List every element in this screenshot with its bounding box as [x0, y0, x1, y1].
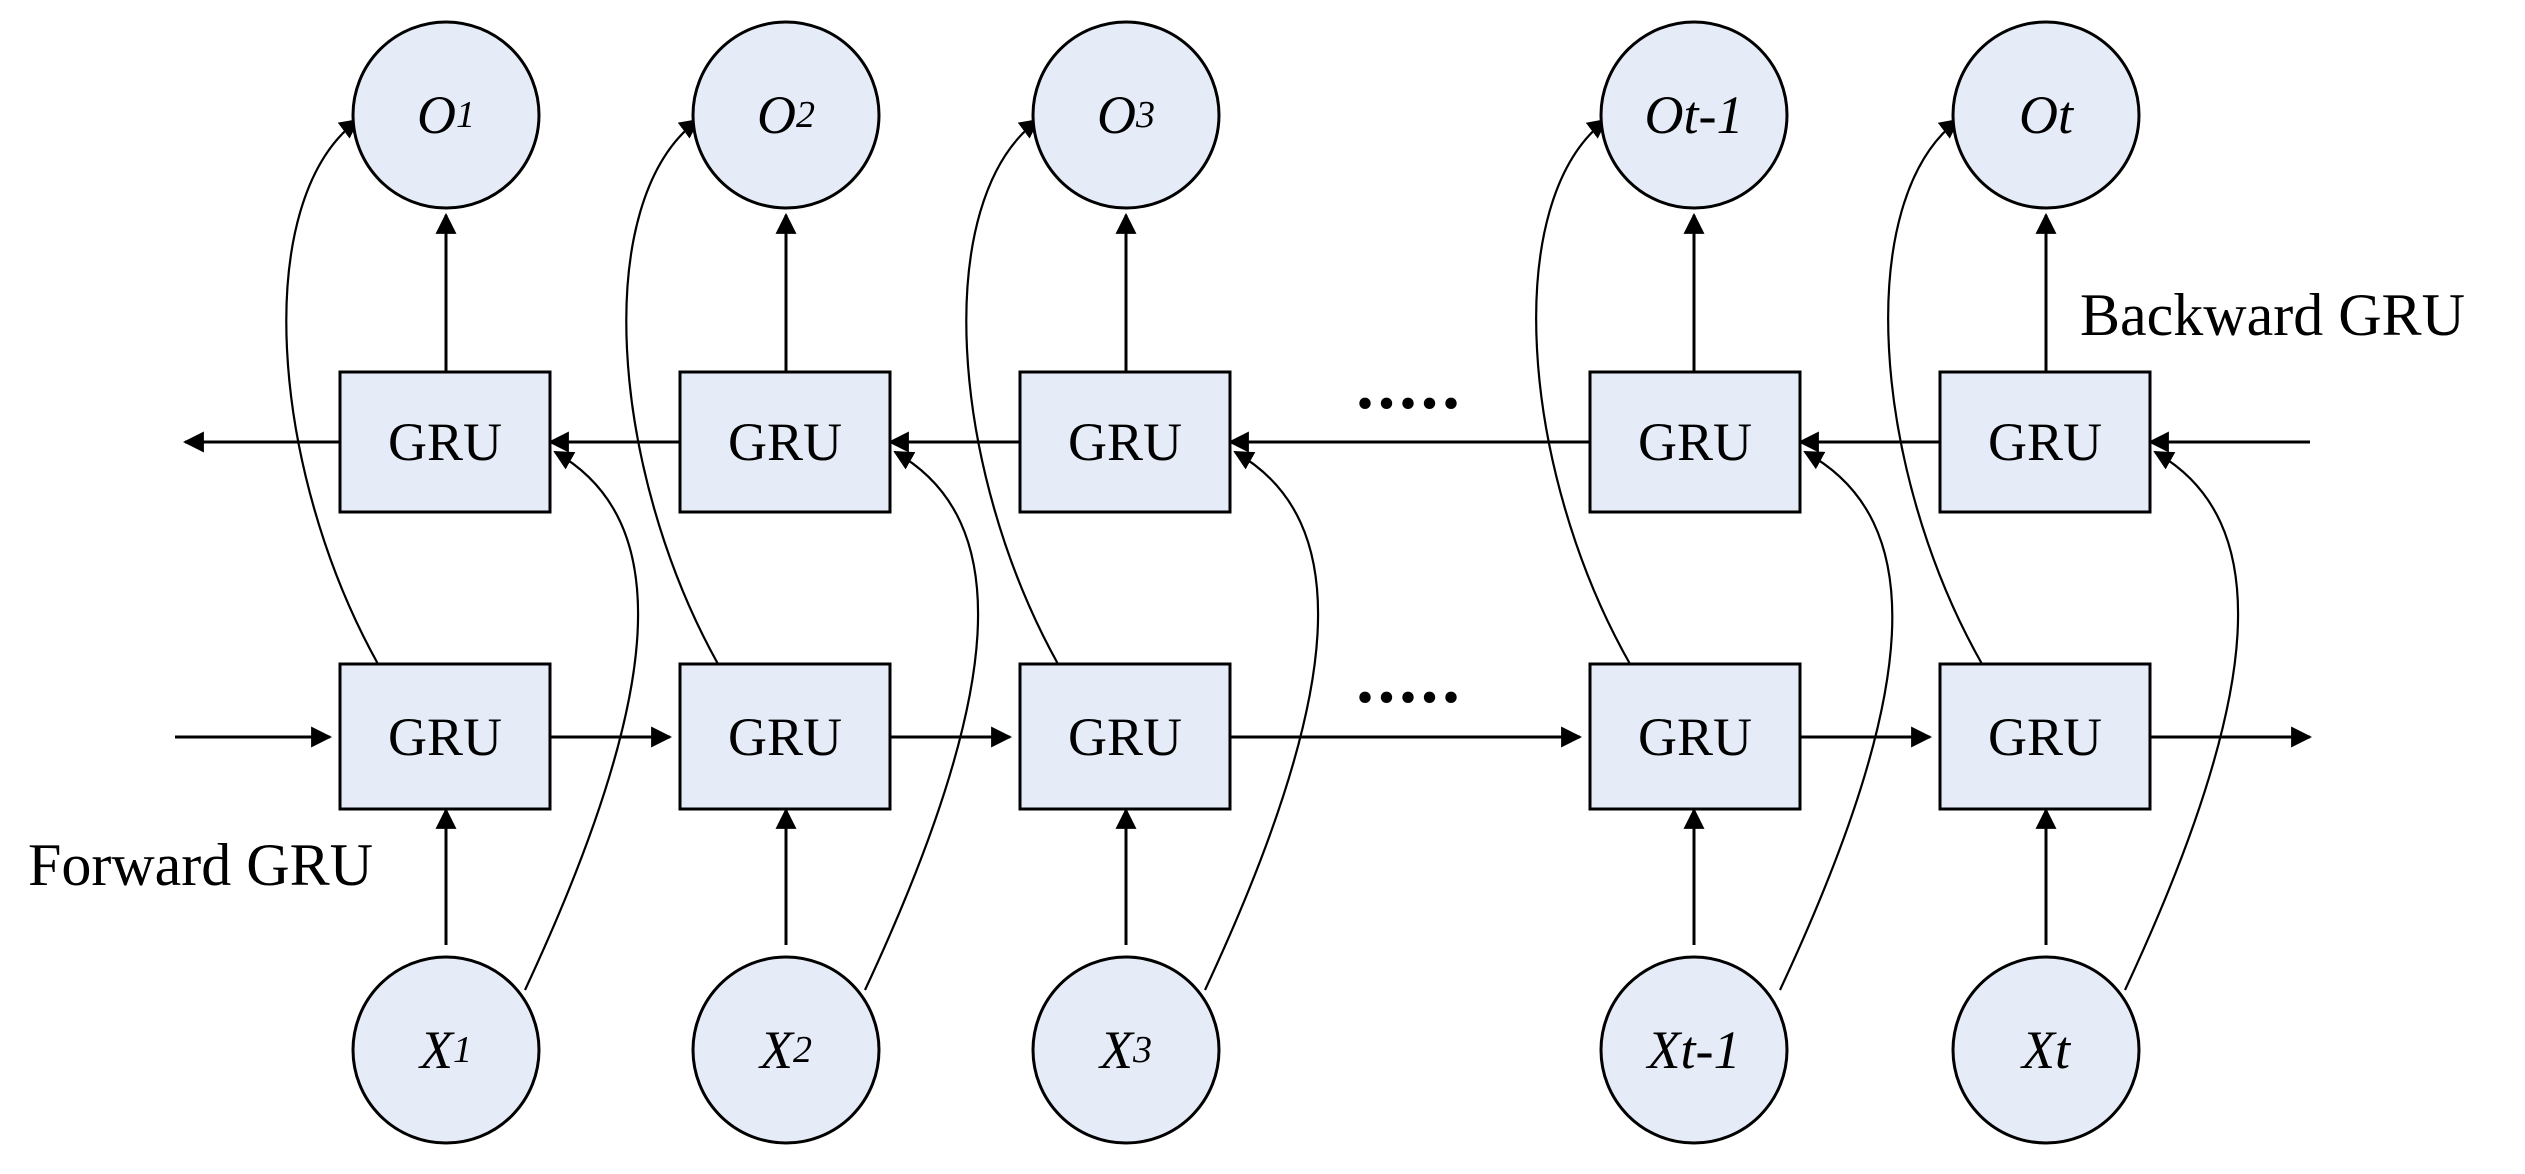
forward-gru-1: GRU [338, 662, 552, 811]
input-label: X [1098, 1020, 1135, 1080]
input-subscript: 1 [453, 1029, 472, 1071]
input-label: Xt [2020, 1020, 2072, 1080]
backward-gru-4: GRU [1588, 370, 1802, 514]
output-subscript: 3 [1135, 94, 1155, 136]
svg-text:O1: O1 [417, 85, 475, 145]
gru-label: GRU [1638, 707, 1752, 767]
gru-label: GRU [1068, 707, 1182, 767]
svg-text:Ot-1: Ot-1 [1645, 85, 1744, 145]
svg-text:Ot: Ot [2019, 85, 2075, 145]
input-to-backward-curves [524, 451, 2240, 991]
svg-text:X2: X2 [758, 1020, 812, 1080]
svg-text:O3: O3 [1097, 85, 1155, 145]
svg-text:Xt: Xt [2020, 1020, 2072, 1080]
curve-forward-output-1 [285, 118, 379, 665]
forward-ellipsis: ..... [1356, 641, 1464, 718]
backward-gru-3: GRU [1018, 370, 1232, 514]
input-nodes: X1 X2 X3 Xt-1 Xt [351, 955, 2141, 1145]
input-node-4: Xt-1 [1599, 955, 1789, 1145]
forward-gru-row: GRU GRU GRU GRU GRU [338, 662, 2152, 811]
svg-text:X3: X3 [1098, 1020, 1152, 1080]
gru-label: GRU [728, 707, 842, 767]
vertical-arrows [435, 212, 2057, 945]
input-node-2: X2 [691, 955, 881, 1145]
forward-gru-3: GRU [1018, 662, 1232, 811]
curve-forward-output-3 [965, 118, 1059, 665]
backward-gru-row: GRU GRU GRU GRU GRU [338, 370, 2152, 514]
backward-ellipsis: ..... [1356, 347, 1464, 424]
gru-label: GRU [388, 707, 502, 767]
forward-gru-2: GRU [678, 662, 892, 811]
input-label: Xt-1 [1646, 1020, 1741, 1080]
svg-text:Xt-1: Xt-1 [1646, 1020, 1741, 1080]
gru-label: GRU [1988, 412, 2102, 472]
forward-gru-label: Forward GRU [28, 832, 373, 898]
curve-input-backward-1 [524, 451, 640, 991]
input-subscript: 2 [793, 1029, 812, 1071]
output-label: O [417, 85, 456, 145]
gru-label: GRU [1988, 707, 2102, 767]
backward-gru-5: GRU [1938, 370, 2152, 514]
input-node-1: X1 [351, 955, 541, 1145]
forward-gru-5: GRU [1938, 662, 2152, 811]
output-label: Ot-1 [1645, 85, 1744, 145]
output-label: O [1097, 85, 1136, 145]
svg-text:X1: X1 [418, 1020, 472, 1080]
gru-label: GRU [1068, 412, 1182, 472]
curve-forward-output-4 [1535, 118, 1631, 665]
input-label: X [758, 1020, 795, 1080]
output-node-1: O1 [351, 20, 541, 210]
gru-label: GRU [728, 412, 842, 472]
curve-input-backward-5 [2124, 451, 2240, 991]
output-nodes: O1 O2 O3 Ot-1 Ot [351, 20, 2141, 210]
backward-gru-1: GRU [338, 370, 552, 514]
input-node-3: X3 [1031, 955, 1221, 1145]
backward-gru-2: GRU [678, 370, 892, 514]
input-subscript: 3 [1132, 1029, 1152, 1071]
output-subscript: 1 [456, 94, 475, 136]
svg-text:O2: O2 [757, 85, 815, 145]
output-node-5: Ot [1951, 20, 2141, 210]
input-node-5: Xt [1951, 955, 2141, 1145]
output-node-3: O3 [1031, 20, 1221, 210]
backward-gru-label: Backward GRU [2080, 282, 2465, 348]
curve-input-backward-2 [864, 451, 980, 991]
curve-forward-output-5 [1887, 118, 1983, 665]
forward-to-output-curves [285, 118, 1983, 665]
gru-label: GRU [388, 412, 502, 472]
gru-label: GRU [1638, 412, 1752, 472]
curve-forward-output-2 [625, 118, 719, 665]
curve-input-backward-3 [1204, 451, 1320, 991]
output-subscript: 2 [796, 94, 815, 136]
curve-input-backward-4 [1779, 451, 1894, 991]
output-label: O [757, 85, 796, 145]
output-label: Ot [2019, 85, 2075, 145]
input-label: X [418, 1020, 455, 1080]
output-node-2: O2 [691, 20, 881, 210]
output-node-4: Ot-1 [1599, 20, 1789, 210]
forward-gru-4: GRU [1588, 662, 1802, 811]
